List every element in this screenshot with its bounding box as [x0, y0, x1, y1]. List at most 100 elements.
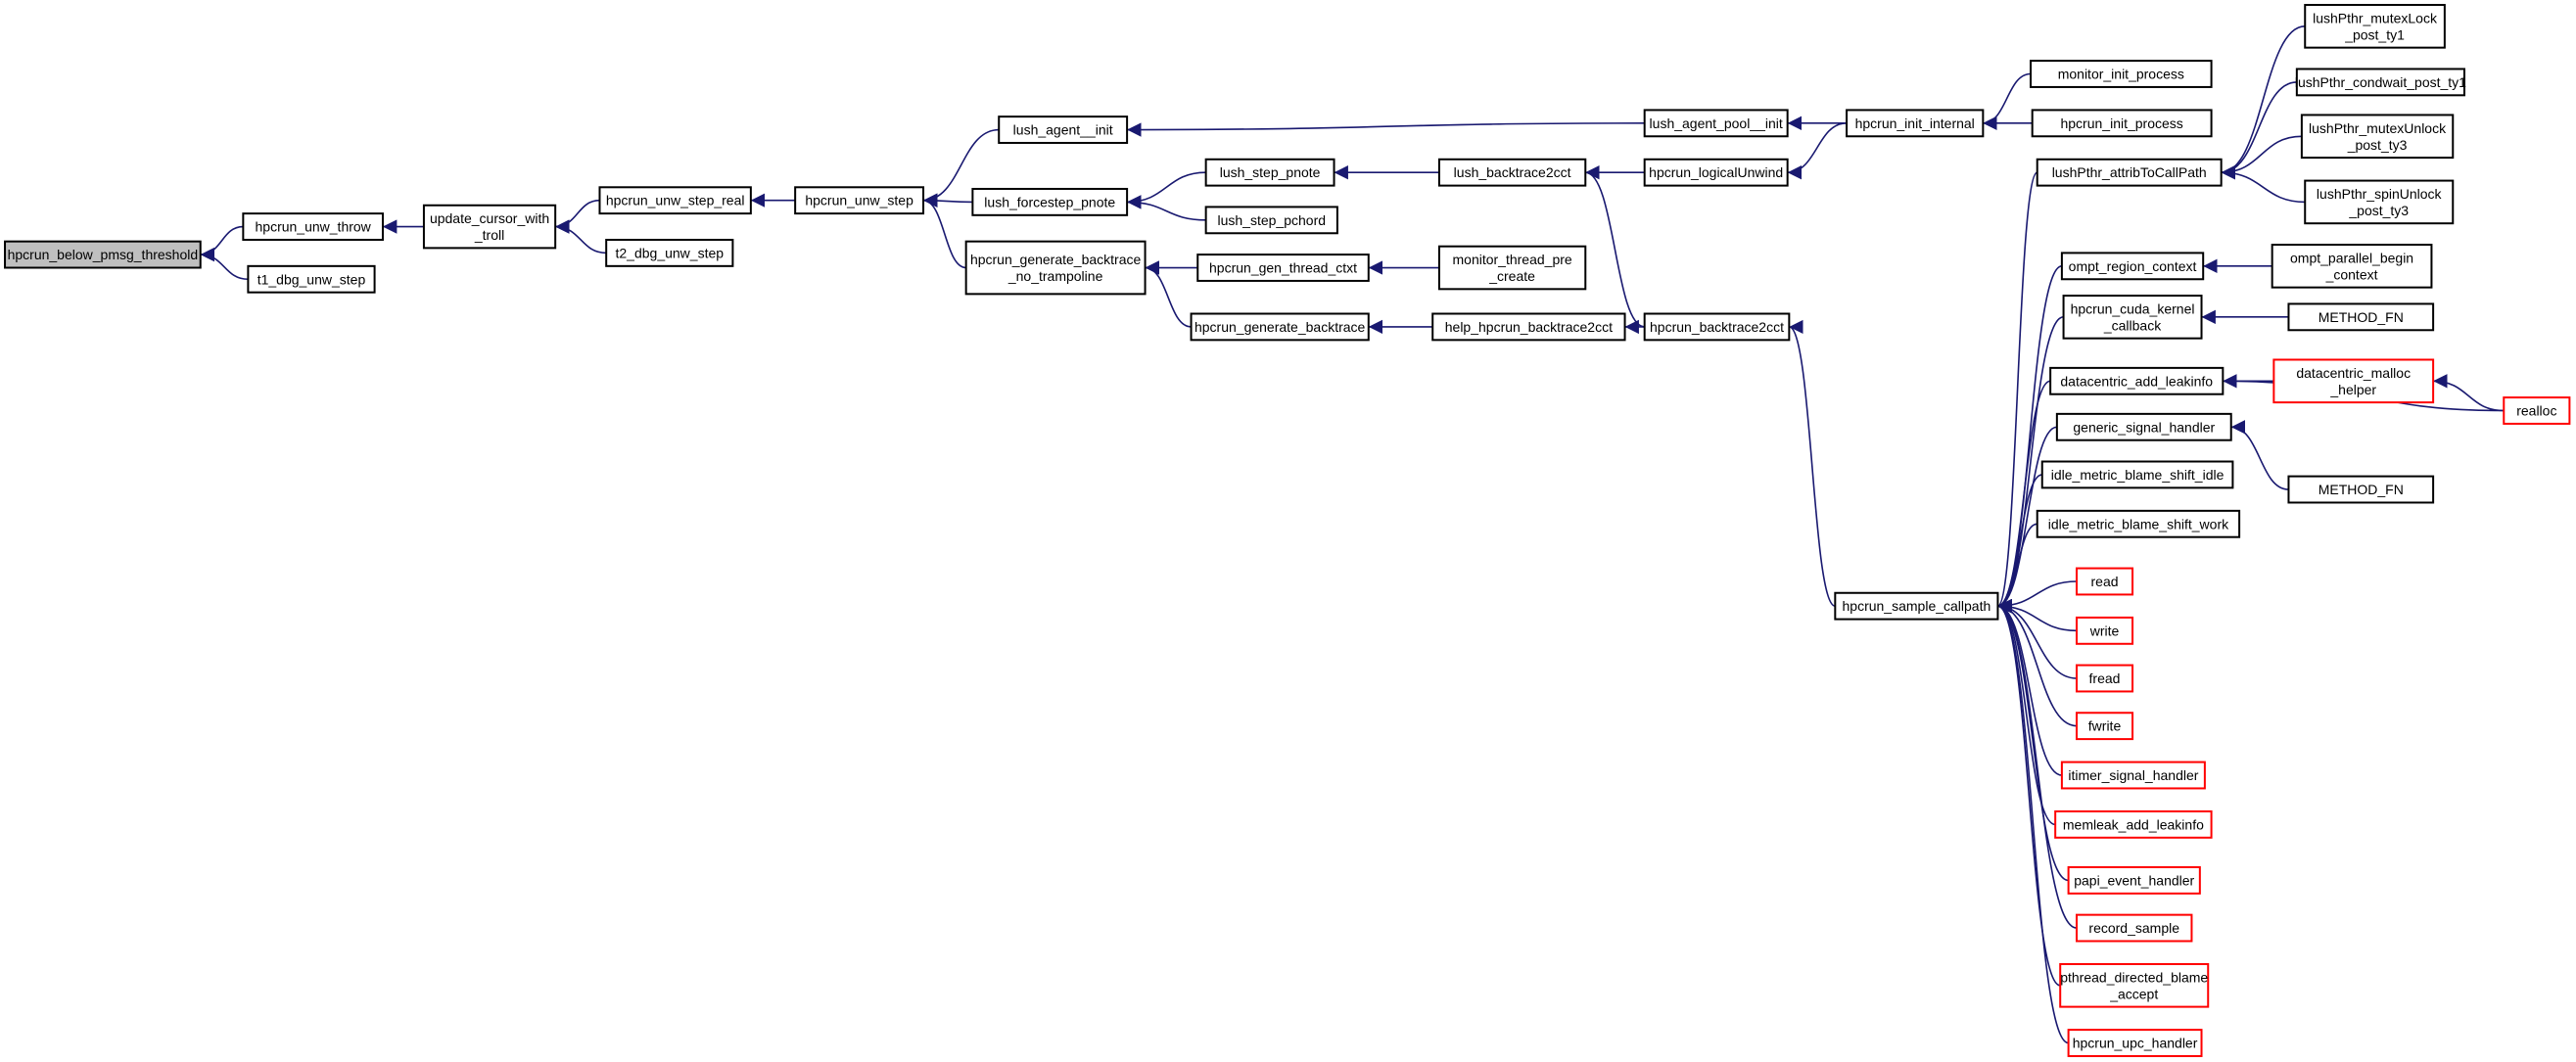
graph-node-lapi[interactable]: lush_agent_pool__init [1643, 109, 1789, 138]
node-box[interactable] [1196, 254, 1370, 282]
graph-node-dmh[interactable]: datacentric_malloc_helper [2272, 358, 2435, 404]
graph-node-hii[interactable]: hpcrun_init_internal [1846, 109, 1985, 138]
node-box[interactable] [2031, 109, 2213, 138]
graph-node-mfn2[interactable]: METHOD_FN [2287, 475, 2435, 504]
graph-node-su[interactable]: lushPthr_spinUnlock_post_ty3 [2304, 179, 2455, 225]
node-box[interactable] [2075, 567, 2134, 596]
node-box[interactable] [1437, 158, 1587, 187]
node-box[interactable] [2300, 114, 2455, 160]
node-box[interactable] [598, 186, 752, 215]
graph-node-read[interactable]: read [2075, 567, 2134, 596]
graph-node-upc[interactable]: hpcrun_upc_handler [2067, 1029, 2203, 1057]
node-box[interactable] [2060, 252, 2205, 281]
node-box[interactable] [605, 238, 734, 267]
graph-node-hb2c[interactable]: hpcrun_backtrace2cct [1643, 312, 1791, 342]
node-box[interactable] [2055, 412, 2232, 441]
graph-node-t1[interactable]: t1_dbg_unw_step [247, 264, 376, 294]
node-box[interactable] [2304, 179, 2455, 225]
graph-node-mfn1[interactable]: METHOD_FN [2287, 302, 2435, 332]
node-box[interactable] [2295, 68, 2465, 97]
graph-node-lsp[interactable]: lush_step_pnote [1204, 158, 1335, 187]
graph-node-t2[interactable]: t2_dbg_unw_step [605, 238, 734, 267]
graph-node-fwrite[interactable]: fwrite [2075, 712, 2134, 741]
node-box[interactable] [2030, 60, 2213, 88]
node-box[interactable] [2075, 616, 2134, 645]
graph-node-gsh[interactable]: generic_signal_handler [2055, 412, 2232, 441]
node-box[interactable] [1204, 158, 1335, 187]
node-box[interactable] [4, 240, 202, 269]
node-box[interactable] [2054, 809, 2213, 839]
graph-node-pdba[interactable]: pthread_directed_blame_accept [2059, 962, 2210, 1008]
graph-node-write[interactable]: write [2075, 616, 2134, 645]
node-box[interactable] [247, 264, 376, 294]
graph-node-cw[interactable]: lushPthr_condwait_post_ty1 [2295, 68, 2466, 97]
graph-node-help[interactable]: help_hpcrun_backtrace2cct [1431, 312, 1626, 342]
node-box[interactable] [1643, 312, 1791, 342]
graph-node-gtc[interactable]: hpcrun_gen_thread_ctxt [1196, 254, 1370, 282]
graph-node-rec[interactable]: record_sample [2075, 913, 2193, 943]
node-box[interactable] [1643, 109, 1789, 138]
graph-node-hsc[interactable]: hpcrun_sample_callpath [1834, 591, 1999, 621]
graph-node-lspc[interactable]: lush_step_pchord [1204, 206, 1338, 235]
graph-node-lfp[interactable]: lush_forcestep_pnote [971, 187, 1129, 216]
graph-node-itimer[interactable]: itimer_signal_handler [2060, 761, 2206, 790]
graph-node-unw_throw[interactable]: hpcrun_unw_throw [242, 212, 384, 241]
graph-node-orc[interactable]: ompt_region_context [2060, 252, 2205, 281]
node-box[interactable] [2075, 913, 2193, 943]
node-box[interactable] [794, 186, 925, 215]
graph-node-gb[interactable]: hpcrun_generate_backtrace [1190, 312, 1370, 342]
node-box[interactable] [2067, 1029, 2203, 1057]
node-box[interactable] [2040, 460, 2234, 489]
node-box[interactable] [2503, 396, 2571, 425]
node-box[interactable] [2036, 158, 2223, 187]
node-box[interactable] [2075, 664, 2134, 693]
graph-node-imw[interactable]: idle_metric_blame_shift_work [2036, 509, 2241, 538]
graph-node-ml[interactable]: lushPthr_mutexLock_post_ty1 [2304, 4, 2446, 49]
node-box[interactable] [1437, 245, 1587, 291]
node-box[interactable] [1643, 158, 1789, 187]
graph-node-dal[interactable]: datacentric_add_leakinfo [2049, 366, 2225, 395]
graph-node-below[interactable]: hpcrun_below_pmsg_threshold [4, 240, 202, 269]
graph-node-unw_step[interactable]: hpcrun_unw_step [794, 186, 925, 215]
graph-node-gbnt[interactable]: hpcrun_generate_backtrace_no_trampoline [964, 240, 1147, 296]
node-box[interactable] [1846, 109, 1985, 138]
node-box[interactable] [964, 240, 1147, 296]
node-box[interactable] [2287, 475, 2435, 504]
graph-node-cuda[interactable]: hpcrun_cuda_kernel_callback [2062, 295, 2203, 340]
node-box[interactable] [242, 212, 384, 241]
graph-node-lu[interactable]: hpcrun_logicalUnwind [1643, 158, 1789, 187]
node-box[interactable] [422, 204, 557, 250]
graph-node-fread[interactable]: fread [2075, 664, 2134, 693]
node-box[interactable] [2272, 358, 2435, 404]
node-box[interactable] [2067, 865, 2201, 895]
node-box[interactable] [2036, 509, 2241, 538]
node-box[interactable] [2271, 244, 2433, 289]
node-box[interactable] [971, 187, 1129, 216]
graph-node-lb2c[interactable]: lush_backtrace2cct [1437, 158, 1587, 187]
graph-node-upd[interactable]: update_cursor_with_troll [422, 204, 557, 250]
graph-node-papi[interactable]: papi_event_handler [2067, 865, 2201, 895]
node-box[interactable] [2060, 761, 2206, 790]
graph-node-memleak[interactable]: memleak_add_leakinfo [2054, 809, 2213, 839]
node-box[interactable] [2059, 962, 2210, 1008]
graph-node-lai[interactable]: lush_agent__init [998, 115, 1129, 144]
node-box[interactable] [2062, 295, 2203, 340]
node-box[interactable] [2075, 712, 2134, 741]
node-box[interactable] [2304, 4, 2446, 49]
node-box[interactable] [1834, 591, 1999, 621]
graph-node-imi[interactable]: idle_metric_blame_shift_idle [2040, 460, 2234, 489]
graph-node-mu[interactable]: lushPthr_mutexUnlock_post_ty3 [2300, 114, 2455, 160]
node-box[interactable] [1204, 206, 1338, 235]
node-box[interactable] [2287, 302, 2435, 332]
graph-node-attr[interactable]: lushPthr_attribToCallPath [2036, 158, 2223, 187]
graph-node-hip[interactable]: hpcrun_init_process [2031, 109, 2213, 138]
graph-node-opbc[interactable]: ompt_parallel_begin_context [2271, 244, 2433, 289]
node-box[interactable] [998, 115, 1129, 144]
graph-node-step_real[interactable]: hpcrun_unw_step_real [598, 186, 752, 215]
node-box[interactable] [1190, 312, 1370, 342]
graph-node-mip[interactable]: monitor_init_process [2030, 60, 2213, 88]
node-box[interactable] [2049, 366, 2225, 395]
graph-node-realloc[interactable]: realloc [2503, 396, 2571, 425]
graph-node-mtpc[interactable]: monitor_thread_pre_create [1437, 245, 1587, 291]
node-box[interactable] [1431, 312, 1626, 342]
